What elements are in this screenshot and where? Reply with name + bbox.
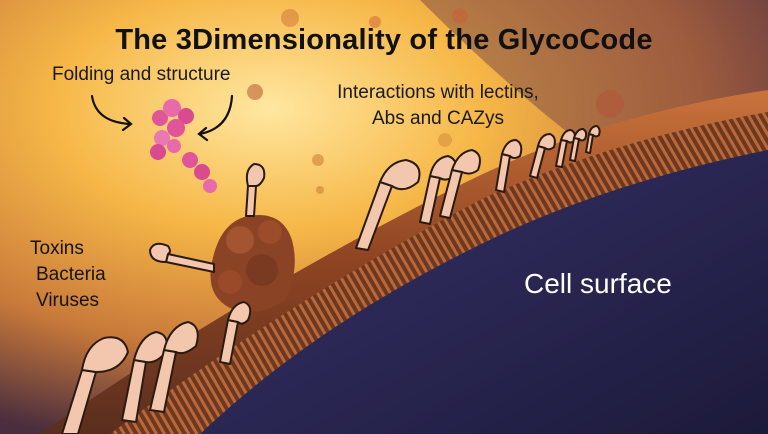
page-title: The 3Dimensionality of the GlycoCode [115,24,653,56]
glycan-hand-icon [245,163,266,217]
oligosaccharide-molecule-icon [150,99,217,193]
interactions-label-line2: Abs and CAZys [372,108,504,129]
glycan-hand-icon [149,242,215,273]
interactions-label-line1: Interactions with lectins, [337,82,539,103]
folding-and-structure-label: Folding and structure [52,64,231,85]
floating-particles [247,8,624,194]
glycan-hand-icon [585,125,601,154]
pathogen-bacteria: Bacteria [36,264,106,285]
glycan-hand-icon [355,159,421,251]
curved-arrow-icon [90,94,234,142]
cell-interior [170,110,768,434]
pathogen-toxins: Toxins [30,238,84,259]
glycan-hand-icon [439,149,481,219]
glycan-hand-icon [149,321,199,413]
glycan-hand-icon [495,139,523,193]
pathogen-viruses: Viruses [36,290,100,311]
glycan-hand-icon [219,301,252,365]
glycan-hands [61,125,601,434]
membrane-protein-icon [210,215,295,312]
glycan-hand-icon [419,155,457,225]
pathogens-list: Toxins Bacteria Viruses [30,236,106,314]
interactions-label: Interactions with lectins, Abs and CAZys [318,80,558,132]
lipid-bilayer [60,100,768,434]
glycan-hand-icon [529,133,556,179]
glycan-hand-icon [61,336,129,434]
glycan-hand-icon [569,128,588,162]
cell-surface-label: Cell surface [524,268,672,299]
glycan-hand-icon [121,331,168,423]
